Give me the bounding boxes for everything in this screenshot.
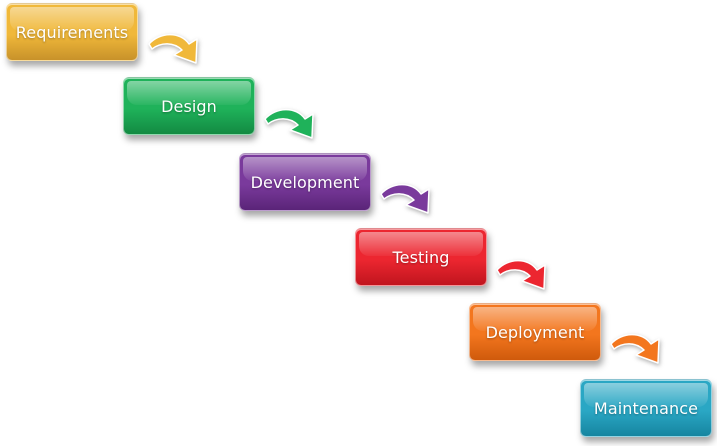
step-label: Requirements — [15, 22, 129, 42]
step-maintenance: Maintenance — [580, 379, 712, 437]
curved-arrow-shape — [264, 108, 314, 139]
step-deployment: Deployment — [469, 303, 601, 361]
curved-arrow-icon — [264, 108, 314, 139]
curved-arrow-icon — [380, 183, 430, 214]
step-label: Deployment — [485, 322, 585, 342]
step-development: Development — [239, 153, 371, 211]
step-requirements: Requirements — [6, 3, 138, 61]
curved-arrow-icon — [610, 333, 660, 364]
step-design: Design — [123, 77, 255, 135]
step-label: Maintenance — [593, 398, 699, 418]
curved-arrow-shape — [496, 259, 546, 290]
step-label: Design — [161, 96, 217, 116]
step-testing: Testing — [355, 228, 487, 286]
step-label: Development — [250, 172, 360, 192]
curved-arrow-icon — [496, 259, 546, 290]
step-label: Testing — [392, 247, 450, 267]
curved-arrow-icon — [148, 33, 198, 64]
curved-arrow-shape — [380, 183, 430, 214]
curved-arrow-shape — [148, 33, 198, 64]
curved-arrow-shape — [610, 333, 660, 364]
